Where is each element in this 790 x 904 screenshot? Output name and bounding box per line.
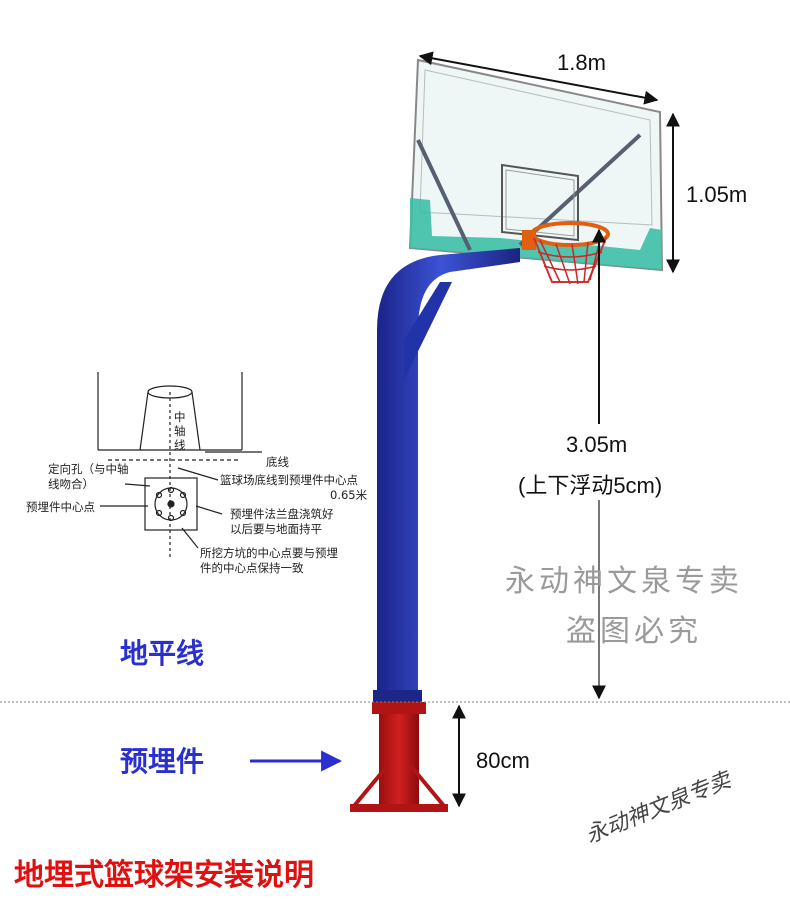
embedded-part-label: 预埋件: [120, 745, 205, 778]
inset-embed-center: 预埋件中心点: [26, 500, 95, 514]
page-title: 地埋式篮球架安装说明: [14, 858, 314, 893]
width-dimension-line: [418, 51, 659, 105]
rim-height-label: 3.05m: [566, 432, 628, 457]
inset-pit-line2: 件的中心点保持一致: [200, 561, 304, 575]
inset-flange-line2: 以后要与地面持平: [230, 522, 322, 536]
inset-hole-line2: 线吻合）: [48, 477, 94, 491]
rim-note-label: (上下浮动5cm): [518, 473, 663, 498]
inset-pit-line1: 所挖方坑的中心点要与预埋: [200, 546, 338, 560]
hoop: [522, 221, 610, 285]
pole: [373, 248, 520, 702]
inset-baseline: 底线: [266, 455, 289, 469]
inset-center-axis: 中轴线: [174, 410, 186, 452]
ground-line-label: 地平线: [120, 637, 205, 670]
inset-flange-line1: 预埋件法兰盘浇筑好: [230, 507, 334, 521]
height-label: 1.05m: [686, 182, 748, 207]
width-label: 1.8m: [557, 50, 606, 75]
embed-depth-label: 80cm: [476, 748, 530, 773]
inset-sketch: [97, 372, 262, 560]
watermark-line1: 永动神文泉专卖: [505, 564, 743, 599]
inset-court-line2: 0.65米: [330, 488, 368, 502]
watermark-line2: 盗图必究: [566, 614, 702, 649]
embedded-part-drawing: [350, 702, 448, 812]
inset-hole-line1: 定向孔（与中轴: [48, 462, 129, 476]
inset-court-line1: 篮球场底线到预埋件中心点: [220, 473, 358, 487]
